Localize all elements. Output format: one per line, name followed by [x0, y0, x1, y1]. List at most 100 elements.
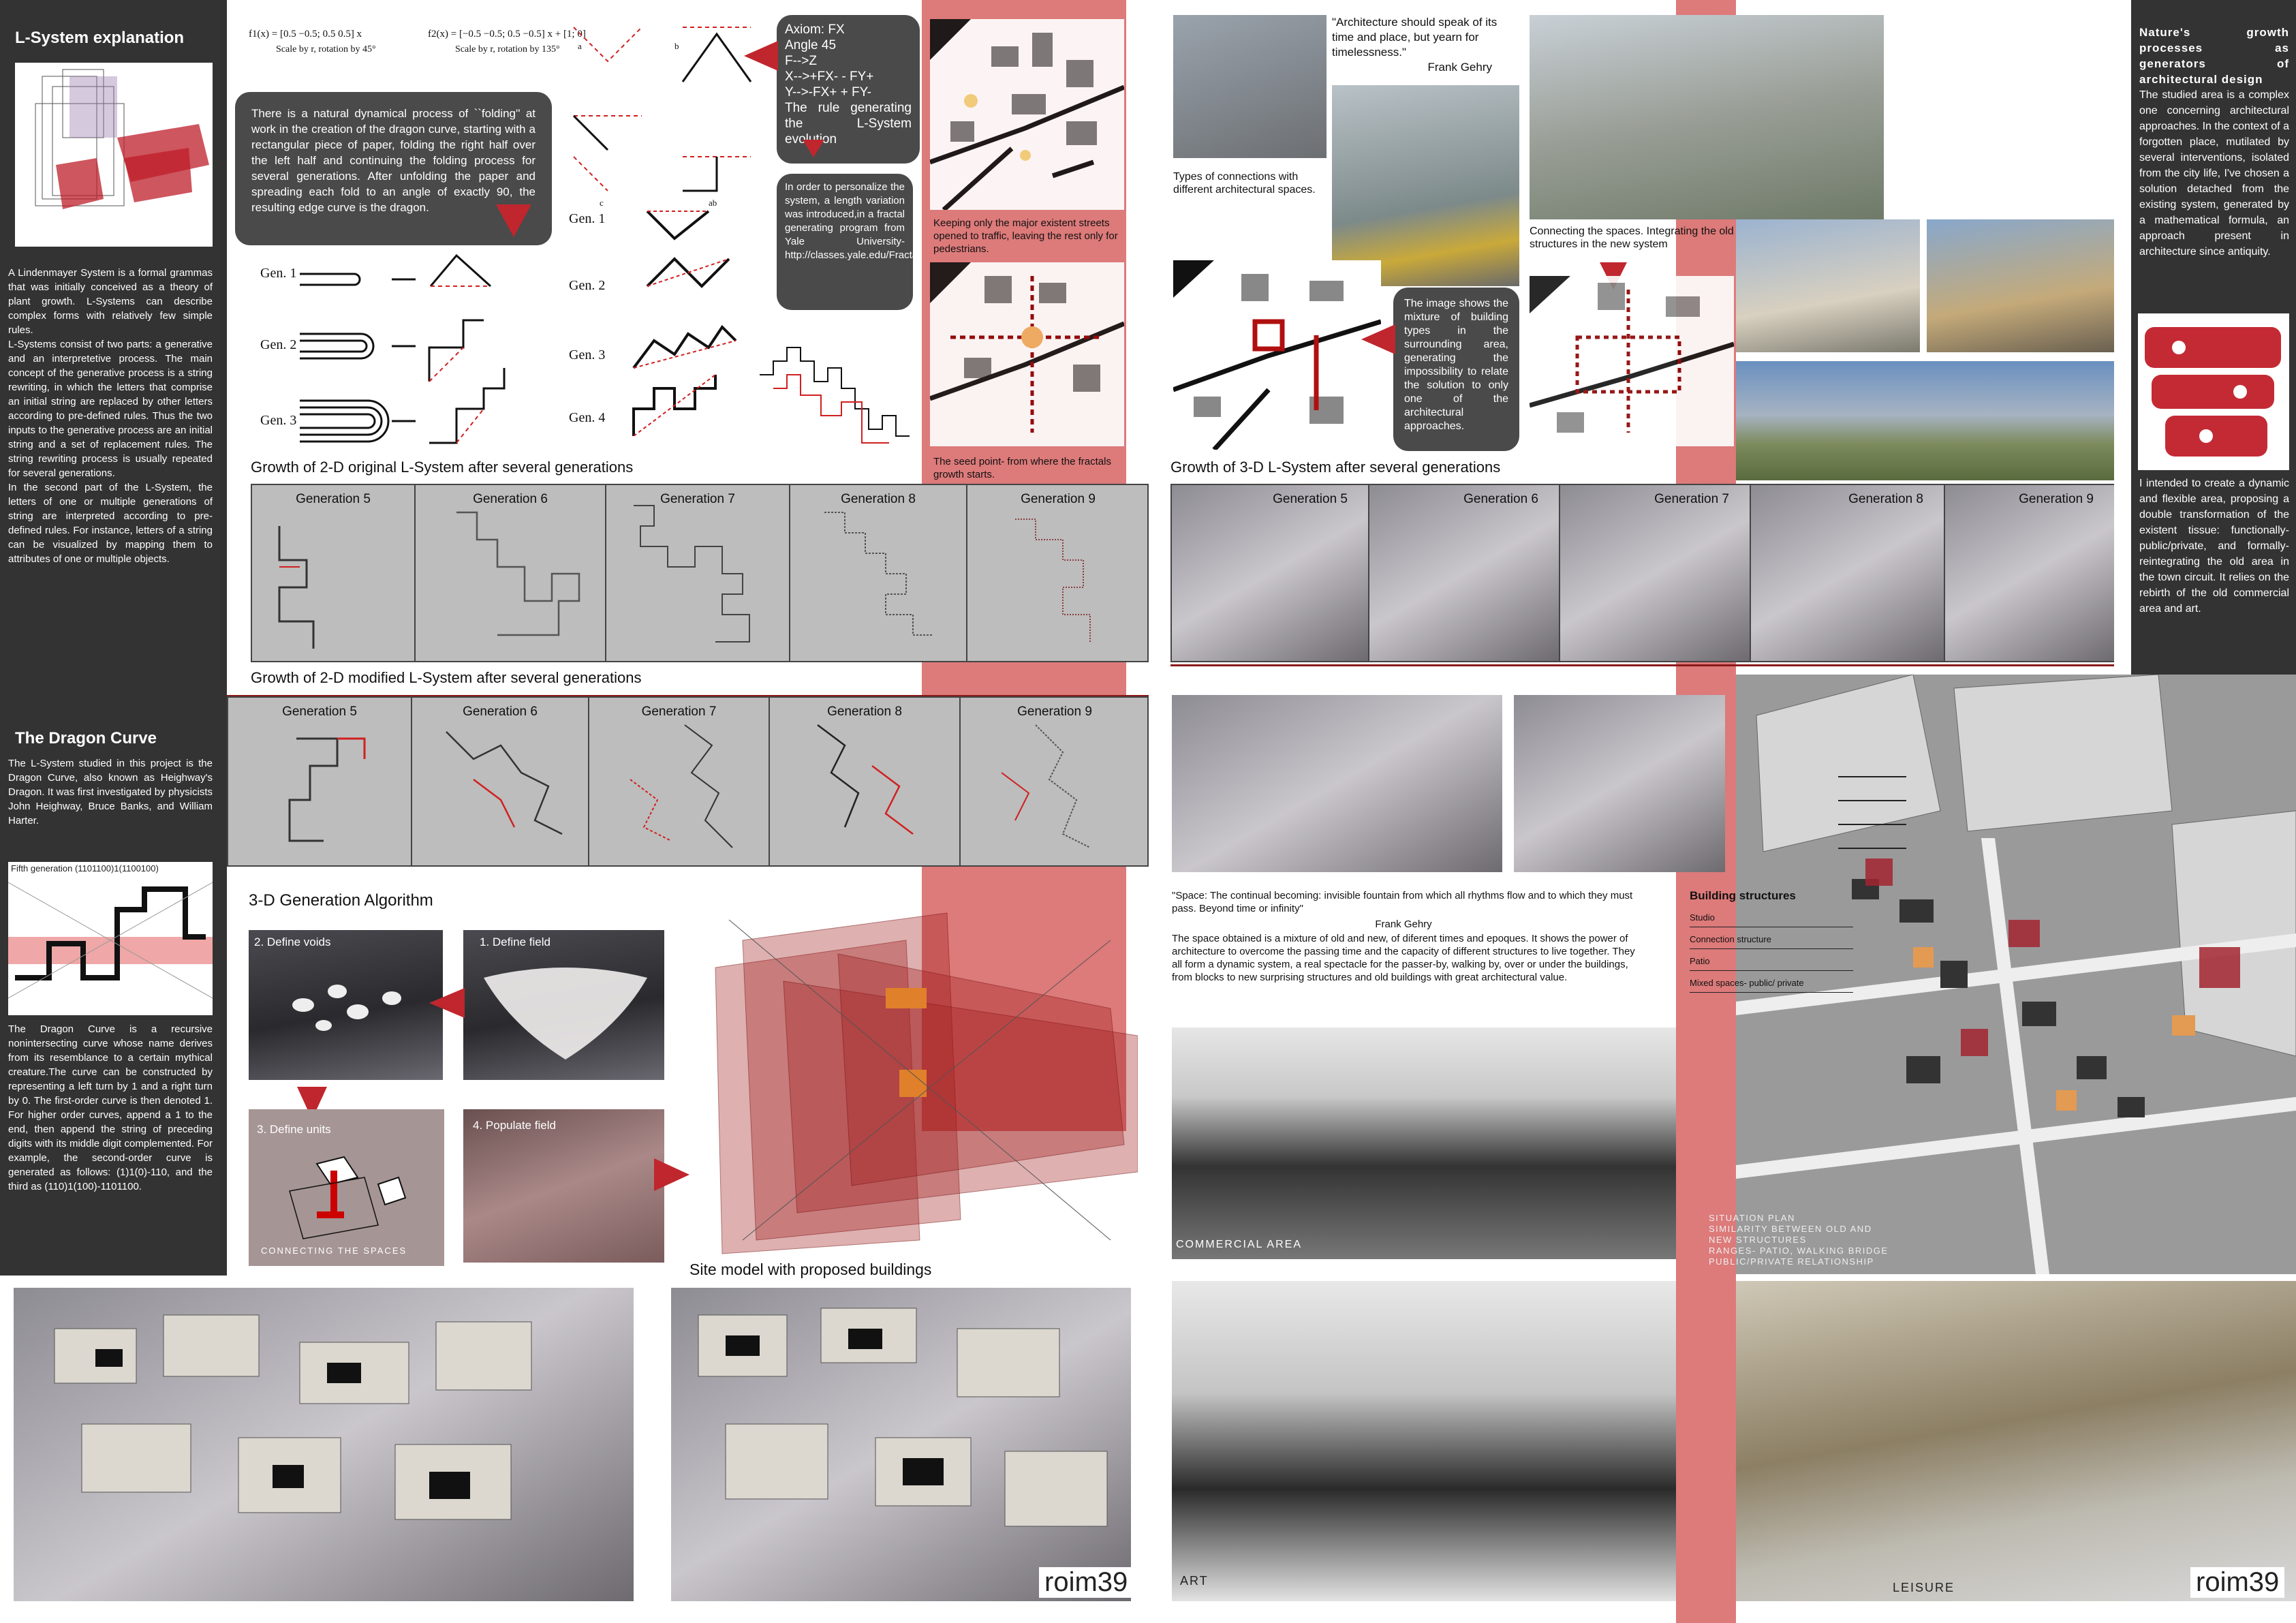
modified-gen-7-label: Generation 7 [641, 705, 717, 719]
axiom-line-3: F-->Z [785, 54, 817, 68]
map-integration [1529, 276, 1735, 446]
lsystem-para-2: L-Systems consist of two parts: a genera… [8, 339, 213, 479]
right-red-divider [1170, 664, 2114, 666]
formula-1-text: f1(x) = [0.5 −0.5; 0.5 0.5] x [249, 29, 362, 40]
original-gen-6-label: Generation 6 [473, 492, 548, 506]
site-model-caption: Site model with proposed buildings [689, 1261, 932, 1278]
original-gen-7: Generation 7 [606, 485, 790, 661]
modified-gen-8: Generation 8 [770, 698, 961, 865]
render-city-aerial-2 [1514, 695, 1725, 872]
space-quote-author: Frank Gehry [1375, 918, 1432, 930]
modified-gen-9-label: Generation 9 [1017, 705, 1092, 719]
letter-a: a [578, 41, 582, 51]
map-seed-point-drawing [929, 262, 1126, 433]
dragon-generations-diagram [632, 210, 737, 436]
original-gen-6: Generation 6 [416, 485, 606, 661]
city-render-2 [671, 1288, 1131, 1601]
field-terrain-drawing [484, 968, 647, 1060]
formula-2: f2(x) = [−0.5 −0.5; 0.5 −0.5] x + [1; 0]… [428, 29, 632, 55]
modified-gen-8-label: Generation 8 [827, 705, 902, 719]
right-sidebar-title: Nature's growth processes as generators … [2139, 26, 2289, 86]
original-gen-7-label: Generation 7 [660, 492, 735, 506]
axiom-pointer [744, 41, 778, 71]
growth-2d-modified-strip: Generation 5 Generation 6 Generation 7 G… [227, 696, 1149, 867]
photo-house-with-car [1332, 85, 1519, 286]
fifth-generation-diagram: Fifth generation (1101100)1(1100100) [7, 862, 213, 1015]
modified-gen-5-label: Generation 5 [282, 705, 357, 719]
axiom-line-2: Angle 45 [785, 38, 837, 52]
growth-3d-gen-8: Generation 8 [1751, 485, 1945, 661]
situation-plan-notes: Situation plan similarity between old an… [1709, 1213, 1927, 1267]
growth-2d-modified-title: Growth of 2-D modified L-System after se… [251, 669, 642, 686]
situation-plan-drawing [1736, 674, 2296, 1274]
situation-plan-line-3: new structures [1709, 1235, 1807, 1245]
step-define-units-label: 3. Define units [257, 1123, 331, 1136]
fold-diagrams-left [300, 253, 506, 444]
brand-right: roim39 [2190, 1567, 2285, 1598]
gen-label-left-3: Gen. 3 [260, 413, 297, 428]
growth-3d-gen-6-label: Generation 6 [1463, 492, 1538, 506]
formula-2-caption: Scale by r, rotation by 135° [455, 44, 560, 55]
situation-plan-line-2: similarity between old and [1709, 1224, 1872, 1234]
modified-gen-5-curve [288, 737, 366, 842]
gehry-quote-1-text: "Architecture should speak of its time a… [1332, 16, 1498, 59]
letter-ab: ab [709, 198, 717, 208]
gehry-quote-1: "Architecture should speak of its time a… [1332, 15, 1519, 75]
step-define-field-label: 1. Define field [480, 936, 550, 948]
situation-plan-line-1: Situation plan [1709, 1213, 1795, 1223]
step-populate-field: 4. Populate field [463, 1109, 664, 1263]
map-keeping-caption: Keeping only the major existent streets … [933, 217, 1118, 255]
site-model-explosion [715, 912, 1138, 1254]
city-render-2-blocks [698, 1308, 1108, 1527]
dragon-para-1: The L-System studied in this project is … [8, 758, 213, 826]
letter-c: c [600, 198, 604, 208]
modified-gen-9: Generation 9 [961, 698, 1149, 865]
axiom-rule: The rule generating the L-System evoluti… [785, 101, 912, 146]
legend-title: Building structures [1690, 889, 1796, 902]
photo-field-panorama [1736, 361, 2114, 480]
swing-lsystem-fractal [760, 347, 910, 444]
city-render-1-blocks [54, 1314, 532, 1520]
original-gen-6-curve [456, 511, 580, 636]
left-sidebar: L-System explanation A Lindenmayer Syste… [0, 0, 227, 1276]
gehry-quote-1-author: Frank Gehry [1427, 61, 1492, 74]
map-mixture-drawing [1172, 260, 1382, 452]
original-gen-8: Generation 8 [790, 485, 967, 661]
growth-3d-gen-7: Generation 7 [1560, 485, 1751, 661]
axiom-line-5: Y-->-FX+ + FY- [785, 85, 871, 99]
dragon-title: The Dragon Curve [15, 729, 157, 747]
map-seed-caption: The seed point- from where the fractals … [933, 456, 1111, 480]
art-label: Art [1180, 1574, 1209, 1588]
step-populate-field-label: 4. Populate field [473, 1119, 556, 1132]
axiom-line-1: Axiom: FX [785, 22, 845, 37]
building-structures-legend: Building structures Studio Connection st… [1690, 889, 1853, 993]
modified-gen-6: Generation 6 [412, 698, 589, 865]
gen-label-mid-4: Gen. 4 [569, 410, 606, 425]
original-gen-8-label: Generation 8 [841, 492, 916, 506]
growth-3d-gen-5: Generation 5 [1172, 485, 1369, 661]
fold-construction-diagrams [572, 27, 752, 192]
render-art: Art [1172, 1281, 1676, 1601]
modified-gen-5: Generation 5 [228, 698, 412, 865]
original-gen-7-curve [634, 505, 750, 643]
modified-gen-9-curve [1001, 724, 1091, 848]
modified-gen-8-curve [817, 724, 914, 835]
step-define-units: 3. Define units Connecting the spaces [249, 1109, 444, 1266]
folding-bubble: There is a natural dynamical process of … [235, 92, 552, 245]
modified-gen-7: Generation 7 [589, 698, 770, 865]
lsystem-para-3: In the second part of the L-System, the … [8, 482, 213, 565]
folding-bubble-pointer [496, 204, 531, 237]
modified-gen-6-label: Generation 6 [463, 705, 538, 719]
modified-gen-7-curve [630, 724, 733, 848]
map-seed-point [929, 262, 1126, 446]
render-leisure: Leisure [1736, 1281, 2296, 1601]
right-sidebar-red-model [2138, 313, 2289, 470]
step-define-voids-label: 2. Define voids [254, 936, 331, 948]
legend-item-studio: Studio [1690, 912, 1853, 927]
fifth-generation-label: Fifth generation (1101100)1(1100100) [11, 863, 159, 874]
mixture-bubble: The image shows the mixture of building … [1393, 288, 1519, 451]
populate-to-model-arrow [654, 1158, 689, 1191]
types-caption: Types of connections with different arch… [1173, 171, 1316, 196]
formula-1: f1(x) = [0.5 −0.5; 0.5 0.5] x Scale by r… [249, 29, 419, 55]
lsystem-3d-drawing [35, 69, 209, 209]
